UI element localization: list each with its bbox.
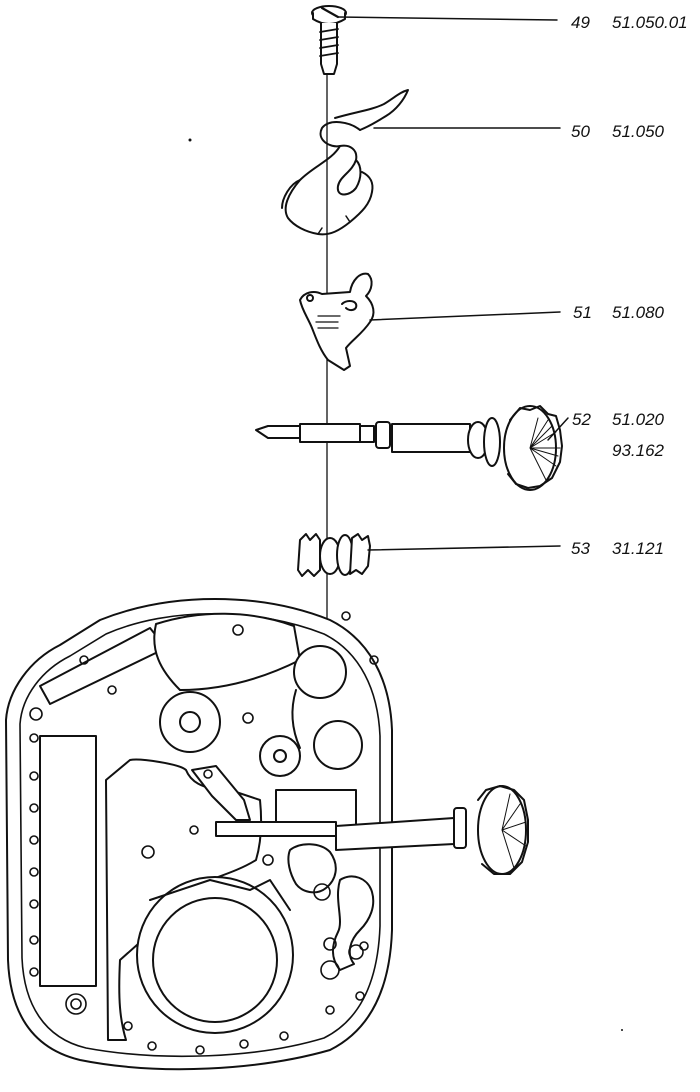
label-50: 50 51.050 [571,122,665,141]
label-53-number: 53 [571,539,590,558]
part-51-lever [299,272,561,371]
label-52-number: 52 [572,410,591,429]
label-52-code-1: 51.020 [612,410,665,429]
part-52-winding-stem [255,405,569,491]
movement-plate [5,598,529,1071]
plate-holes [29,611,379,1055]
speck [188,138,192,142]
label-52: 52 51.020 93.162 [572,410,665,460]
part-49-screw [311,5,558,75]
label-53-code: 31.121 [612,539,664,558]
label-49-number: 49 [571,13,590,32]
label-50-number: 50 [571,122,590,141]
part-53-sliding-pinion [297,533,561,577]
label-50-code: 51.050 [612,122,665,141]
speck [621,1029,623,1031]
label-52-code-2: 93.162 [612,441,665,460]
label-49-code: 51.050.01 [612,13,688,32]
label-51: 51 51.080 [573,303,665,322]
part-50-spring [281,89,561,236]
label-51-number: 51 [573,303,592,322]
label-49: 49 51.050.01 [571,13,688,32]
label-51-code: 51.080 [612,303,665,322]
label-53: 53 31.121 [571,539,664,558]
